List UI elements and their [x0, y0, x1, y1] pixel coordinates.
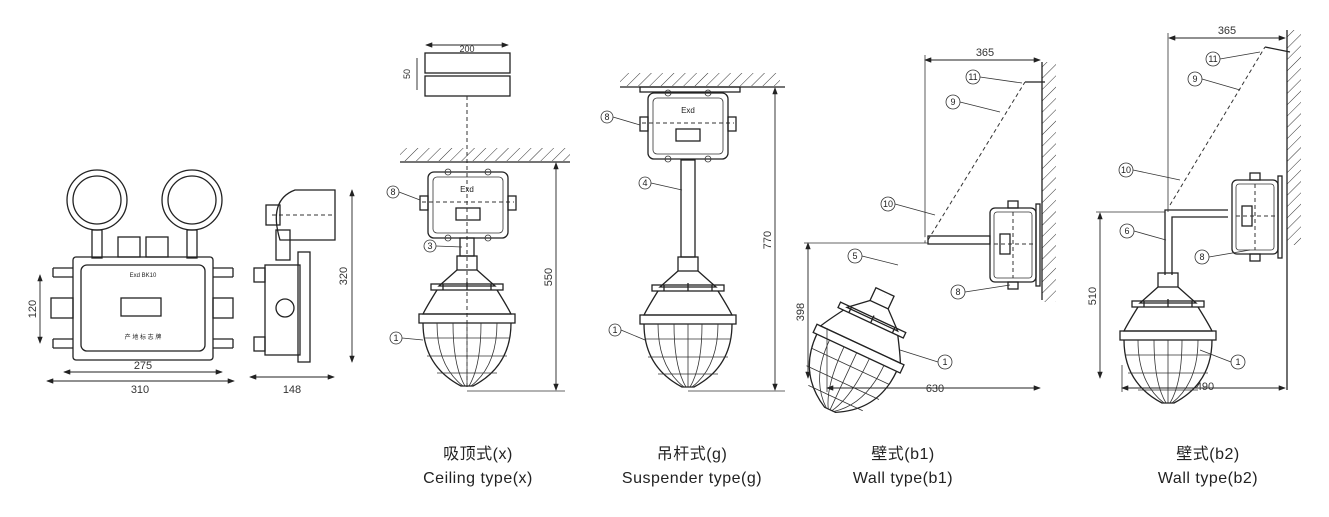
suspender-type-drawing: Exd 770 8 4 1 [600, 73, 785, 392]
callout-11: 11 [965, 69, 1023, 85]
svg-text:8: 8 [390, 187, 395, 197]
callout-8: 8 [386, 185, 421, 201]
svg-text:10: 10 [883, 199, 893, 209]
callout-10: 10 [1118, 162, 1181, 181]
svg-text:8: 8 [955, 287, 960, 297]
svg-text:1: 1 [942, 357, 947, 367]
wall-type-b1-drawing: 365 398 630 11 9 10 5 8 1 [785, 47, 1056, 431]
svg-text:5: 5 [852, 251, 857, 261]
callout-1: 1 [608, 323, 646, 341]
svg-text:9: 9 [950, 97, 955, 107]
callout-1: 1 [1199, 349, 1246, 370]
dim-120: 120 [27, 300, 39, 318]
emergency-light-side-view: 148 320 [249, 189, 355, 396]
caption-ceiling-en: Ceiling type(x) [423, 470, 533, 487]
callout-8: 8 [600, 110, 641, 126]
svg-text:1: 1 [1235, 357, 1240, 367]
svg-text:4: 4 [642, 178, 647, 188]
dim-398: 398 [795, 303, 807, 321]
svg-text:6: 6 [1124, 226, 1129, 236]
dim-550: 550 [543, 268, 555, 286]
callout-1: 1 [389, 331, 424, 345]
caption-wall-b2-cn: 壁式(b2) [1176, 446, 1240, 463]
svg-text:9: 9 [1192, 74, 1197, 84]
svg-text:1: 1 [612, 325, 617, 335]
callout-3: 3 [423, 239, 463, 253]
dim-320: 320 [338, 267, 350, 285]
callout-4: 4 [638, 176, 683, 191]
callout-8: 8 [950, 284, 1011, 300]
dim-50: 50 [402, 69, 412, 79]
caption-suspender-cn: 吊杆式(g) [656, 446, 728, 463]
caption-wall-b1-en: Wall type(b1) [852, 470, 954, 487]
callout-11: 11 [1205, 51, 1261, 67]
wall-type-b2-drawing: 365 510 490 11 9 10 6 8 1 [1087, 25, 1301, 404]
caption-suspender-en: Suspender type(g) [621, 470, 763, 487]
dim-200: 200 [459, 44, 474, 54]
callout-10: 10 [880, 196, 936, 216]
svg-text:11: 11 [1208, 54, 1217, 64]
callout-8: 8 [1194, 249, 1251, 265]
ceiling-type-drawing: 200 50 Exd 550 8 3 1 [386, 42, 570, 392]
caption-wall-b1: 壁式(b1) Wall type(b1) [853, 443, 953, 491]
svg-text:8: 8 [1199, 252, 1204, 262]
caption-wall-b2-en: Wall type(b2) [1157, 470, 1259, 487]
svg-text:1: 1 [393, 333, 398, 343]
svg-text:10: 10 [1121, 165, 1131, 175]
caption-ceiling-cn: 吸顶式(x) [443, 446, 513, 463]
caption-wall-b2: 壁式(b2) Wall type(b2) [1158, 443, 1258, 491]
caption-ceiling: 吸顶式(x) Ceiling type(x) [423, 443, 533, 491]
dim-630: 630 [926, 383, 944, 395]
callout-1: 1 [899, 349, 953, 370]
callout-9: 9 [945, 94, 1001, 113]
caption-suspender: 吊杆式(g) Suspender type(g) [622, 443, 762, 491]
panel-text-bottom: 产 地 标 志 牌 [125, 333, 162, 341]
caption-wall-b1-cn: 壁式(b1) [871, 446, 935, 463]
dim-365: 365 [1218, 25, 1236, 37]
emergency-light-front-view: Exd BK10 产 地 标 志 牌 120 275 310 [27, 169, 235, 396]
box-label: Exd [460, 185, 474, 194]
dim-510: 510 [1087, 287, 1099, 305]
callout-6: 6 [1119, 223, 1167, 241]
svg-text:8: 8 [604, 112, 609, 122]
dim-770: 770 [762, 231, 774, 249]
callout-9: 9 [1187, 71, 1241, 91]
svg-text:11: 11 [968, 72, 977, 82]
box-label: Exd [681, 106, 695, 115]
dim-490: 490 [1196, 381, 1214, 393]
callout-5: 5 [847, 248, 899, 266]
dim-365: 365 [976, 47, 994, 59]
panel-text-top: Exd BK10 [130, 273, 157, 279]
dim-310: 310 [131, 384, 149, 396]
dim-148: 148 [283, 384, 301, 396]
svg-text:3: 3 [427, 241, 432, 251]
dim-275: 275 [134, 360, 152, 372]
